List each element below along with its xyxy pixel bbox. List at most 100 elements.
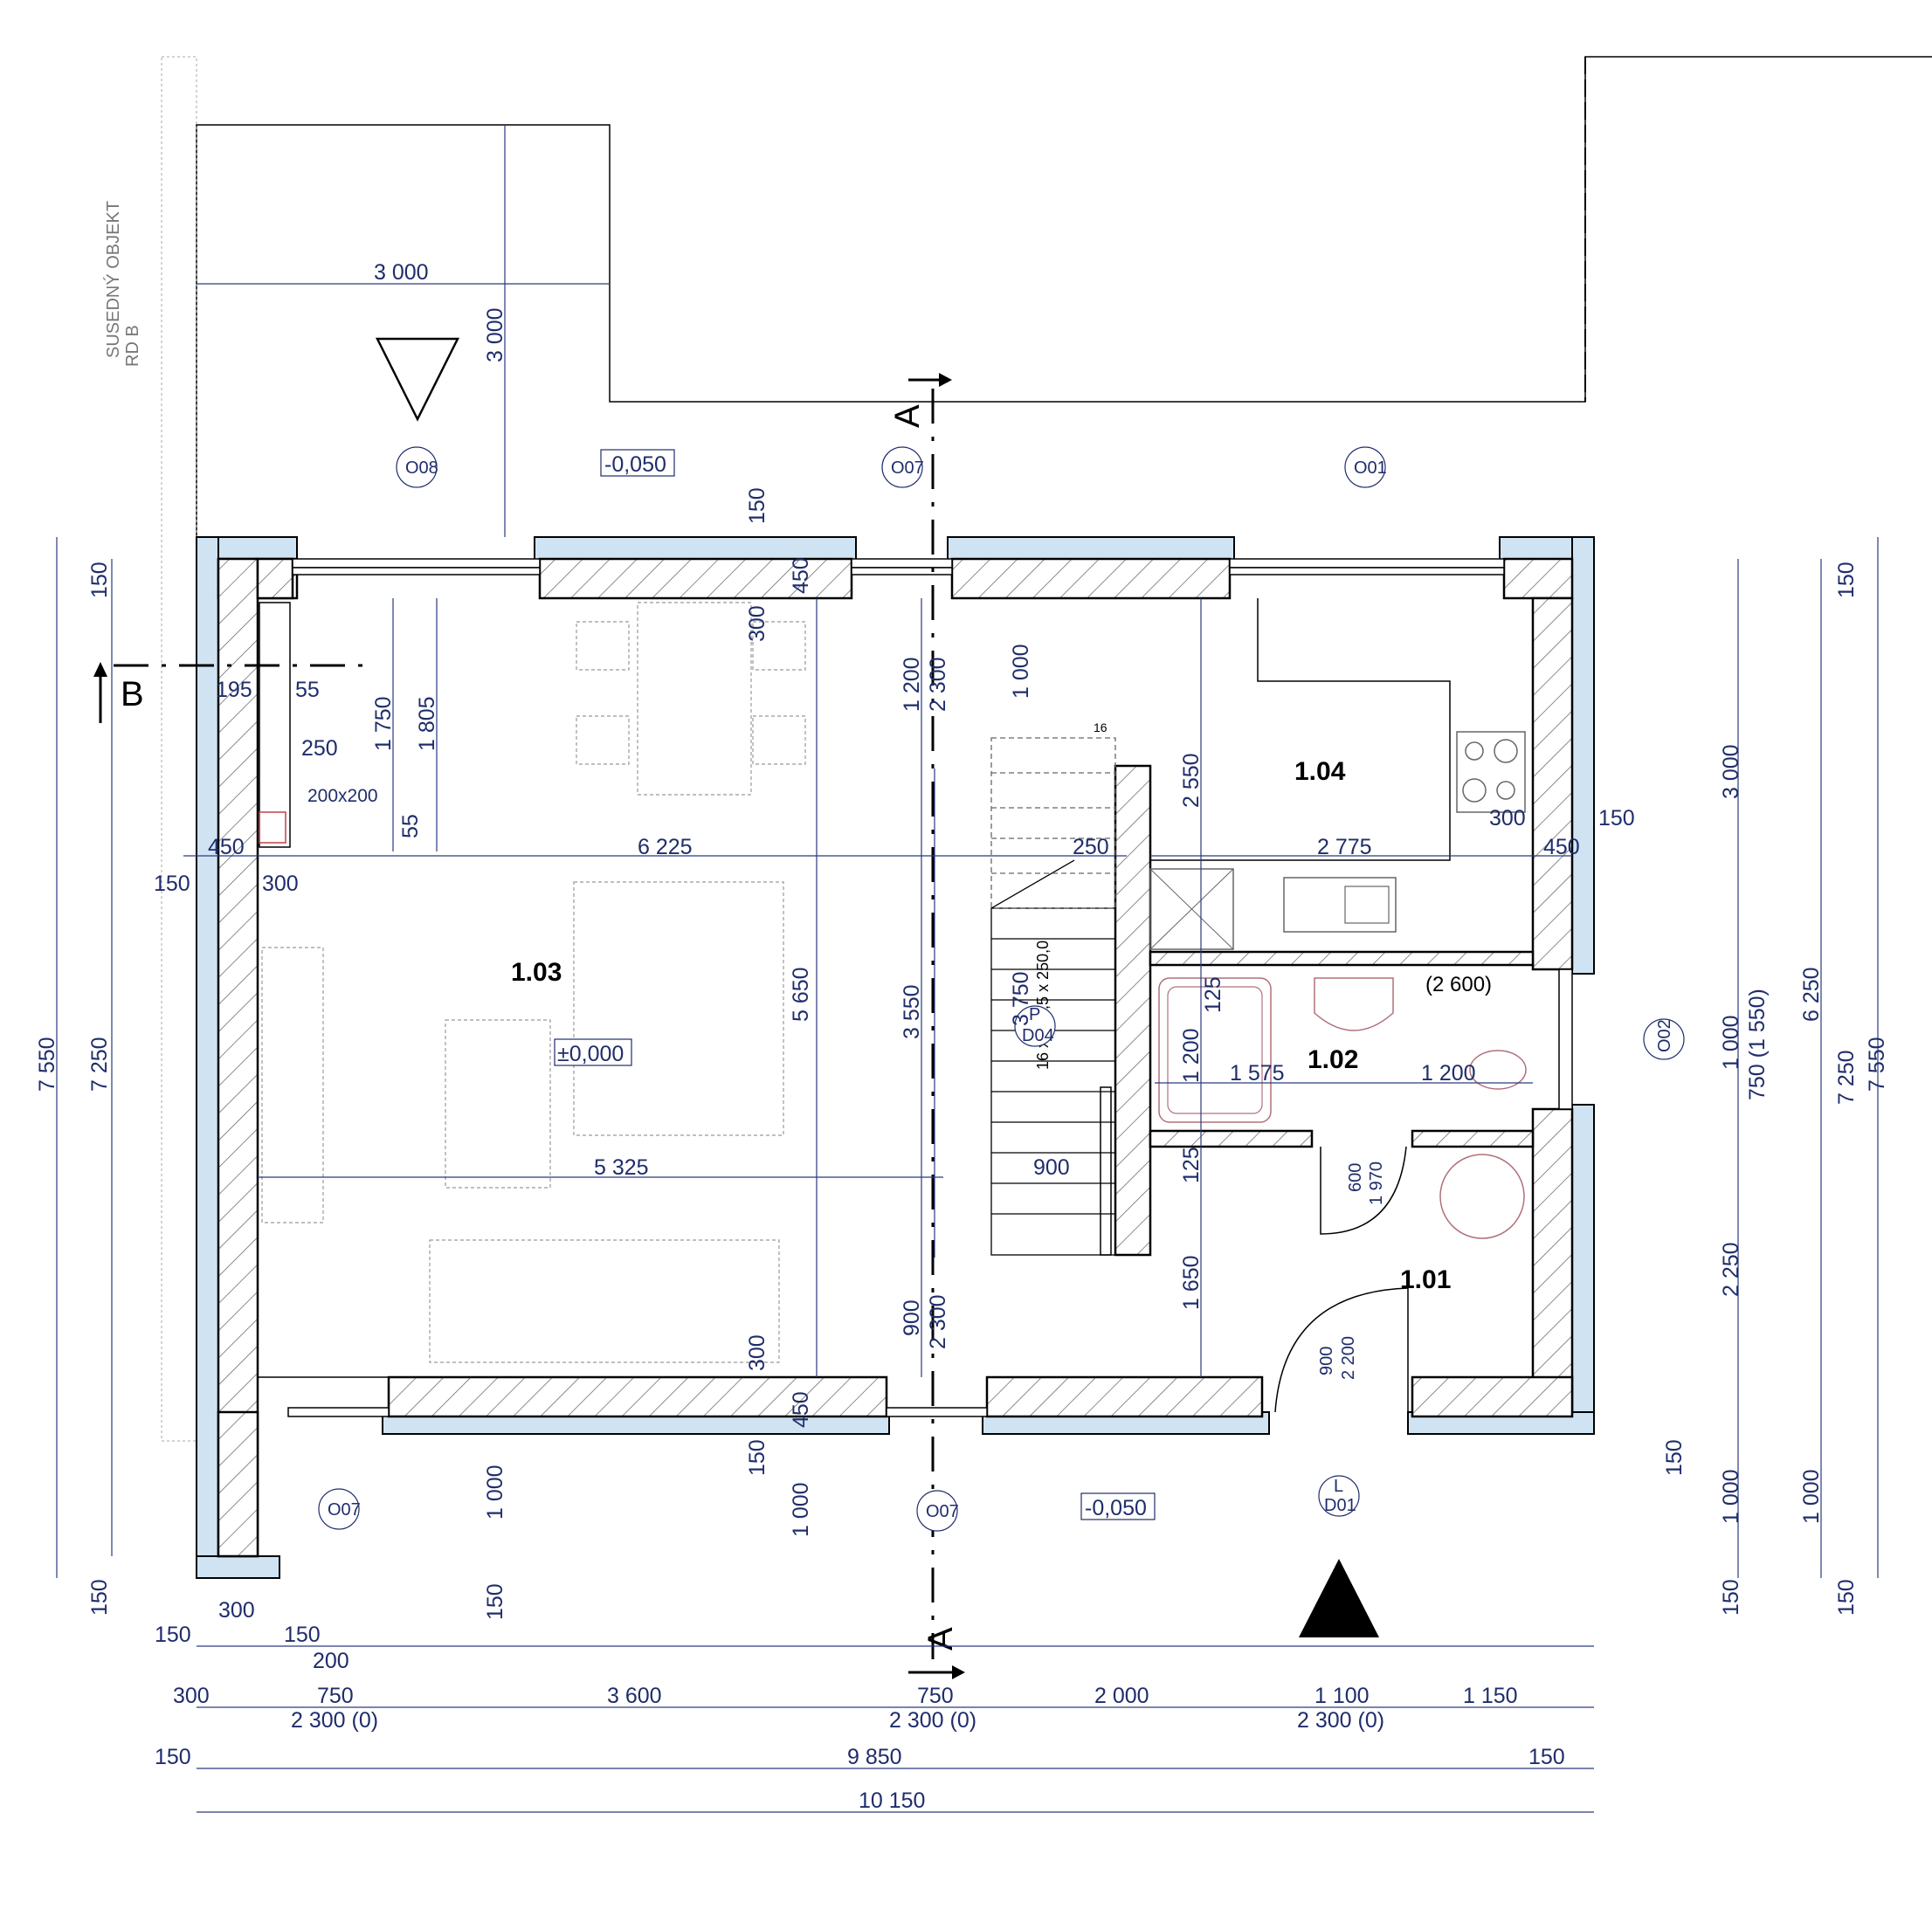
- dim-wall-450-top: 450: [789, 557, 813, 594]
- dim-k-2550: 2 550: [1179, 753, 1204, 808]
- tag-d01: D01: [1324, 1496, 1356, 1515]
- dim-5325: 5 325: [594, 1155, 649, 1180]
- dim-55a: 55: [295, 678, 320, 702]
- dim-d01-900: 900: [1317, 1347, 1336, 1375]
- dim-row1-150b: 150: [284, 1623, 321, 1647]
- dim-left-150-bot: 150: [87, 1579, 112, 1616]
- dim-row4-10150: 10 150: [859, 1788, 925, 1813]
- tag-o02: O02: [1655, 1019, 1674, 1052]
- dim-h-1650: 1 650: [1179, 1255, 1204, 1310]
- tag-d01-letter: L: [1334, 1477, 1343, 1496]
- dim-d04-600: 600: [1346, 1163, 1365, 1192]
- dim-b-1200b: 1 200: [1421, 1061, 1476, 1086]
- dim-d01-2200: 2 200: [1339, 1336, 1358, 1380]
- dim-row2-2300c: 2 300 (0): [1297, 1708, 1384, 1733]
- dim-row2-3600: 3 600: [607, 1684, 662, 1708]
- dim-k-300: 300: [1489, 806, 1526, 830]
- dim-row2-2300b: 2 300 (0): [889, 1708, 976, 1733]
- dim-right-150b: 150: [1662, 1439, 1687, 1476]
- dim-wall-300-top: 300: [745, 605, 769, 642]
- dim-left-7250: 7 250: [87, 1037, 112, 1092]
- tag-o07-top: O07: [891, 458, 924, 478]
- tag-d04-letter: P: [1029, 1005, 1040, 1024]
- dim-row2-300: 300: [173, 1684, 210, 1708]
- dim-row3-150a: 150: [155, 1745, 191, 1769]
- dim-b-1200: 1 200: [1179, 1028, 1204, 1083]
- terrace-outline: [196, 56, 1932, 537]
- dim-row2-1100: 1 100: [1314, 1684, 1370, 1708]
- bathtub: [1158, 977, 1272, 1123]
- dim-bw-900: 900: [900, 1299, 924, 1336]
- chimney-box: [259, 602, 291, 848]
- door-d01-swing: [1274, 1287, 1409, 1413]
- dim-row2-2000: 2 000: [1094, 1684, 1149, 1708]
- dim-right-7250: 7 250: [1834, 1050, 1859, 1105]
- dim-row2-2300a: 2 300 (0): [291, 1708, 378, 1733]
- cooktop: [1456, 731, 1526, 813]
- dim-k-150: 150: [1598, 806, 1635, 830]
- dim-3550: 3 550: [900, 984, 924, 1039]
- dim-150-r: 150: [154, 872, 190, 896]
- dim-wall-150-top: 150: [745, 487, 769, 524]
- dim-right-6250: 6 250: [1799, 967, 1824, 1022]
- dim-250: 250: [301, 736, 338, 761]
- dim-450-left: 450: [208, 835, 245, 859]
- dim-bw-2300: 2 300: [926, 1294, 950, 1349]
- neighbor-strip: [161, 56, 197, 1442]
- dim-right-150top: 150: [1834, 562, 1859, 598]
- dim-right-150c: 150: [1834, 1579, 1859, 1616]
- dim-6225: 6 225: [638, 835, 693, 859]
- dim-right-1000b: 1 000: [1719, 1469, 1743, 1524]
- dim-b-125a: 125: [1201, 976, 1225, 1013]
- kitchen-counter: [1150, 598, 1451, 861]
- dim-bw-450: 450: [789, 1391, 813, 1428]
- entrance-arrow: [1299, 1559, 1379, 1637]
- dim-right-1000c: 1 000: [1799, 1469, 1824, 1524]
- dim-right-3000: 3 000: [1719, 744, 1743, 799]
- door-d04-swing: [1320, 1146, 1407, 1235]
- dim-mid-2300-top: 2 300: [926, 657, 950, 712]
- room-1-02: 1.02: [1308, 1045, 1358, 1074]
- dim-row2-750b: 750: [917, 1684, 954, 1708]
- dimension-lines: [56, 125, 1879, 1813]
- tag-o07-bl: O07: [328, 1500, 361, 1520]
- staircase: [990, 737, 1116, 1256]
- dim-terrace-w: 3 000: [374, 260, 429, 285]
- dim-k-2775: 2 775: [1317, 835, 1372, 859]
- walls: [217, 557, 1574, 1558]
- dim-row1-300: 300: [218, 1598, 255, 1623]
- dim-195: 195: [216, 678, 252, 702]
- dim-k-450: 450: [1543, 835, 1580, 859]
- room-1-03: 1.03: [511, 958, 562, 987]
- dim-row3-150b: 150: [1528, 1745, 1565, 1769]
- section-label-a-top: A: [888, 404, 927, 428]
- dim-left-150-top: 150: [87, 562, 112, 598]
- furniture: [261, 602, 806, 1363]
- washbasin: [1314, 977, 1394, 1031]
- dim-b-125b: 125: [1179, 1147, 1204, 1183]
- dim-55b: 55: [398, 814, 423, 838]
- dim-left-7550: 7 550: [35, 1037, 59, 1092]
- dim-row1-200: 200: [313, 1649, 349, 1673]
- dim-st-1000: 1 000: [1009, 644, 1033, 699]
- neighbor-label-1: SUSEDNÝ OBJEKT: [103, 201, 123, 358]
- dim-300-r: 300: [262, 872, 299, 896]
- dim-b-1575: 1 575: [1230, 1061, 1285, 1086]
- bath-height: (2 600): [1425, 973, 1492, 996]
- dim-right-7550: 7 550: [1865, 1037, 1889, 1092]
- dim-1805: 1 805: [415, 696, 439, 751]
- dim-d04-1970: 1 970: [1367, 1161, 1386, 1205]
- level-living: ±0,000: [557, 1042, 624, 1066]
- washing-machine: [1439, 1154, 1525, 1239]
- dim-1750: 1 750: [371, 696, 396, 751]
- opening-tags: [318, 446, 1685, 1532]
- chimney-flue: [259, 811, 286, 844]
- dim-bot-150a: 150: [483, 1583, 507, 1620]
- dim-st-900: 900: [1033, 1155, 1070, 1180]
- level-top: -0,050: [604, 452, 666, 477]
- dim-row2-750a: 750: [317, 1684, 354, 1708]
- interior-outline: [257, 598, 389, 1378]
- neighbor-label-2: RD B: [123, 325, 142, 367]
- chimney-label: 200x200: [307, 786, 378, 806]
